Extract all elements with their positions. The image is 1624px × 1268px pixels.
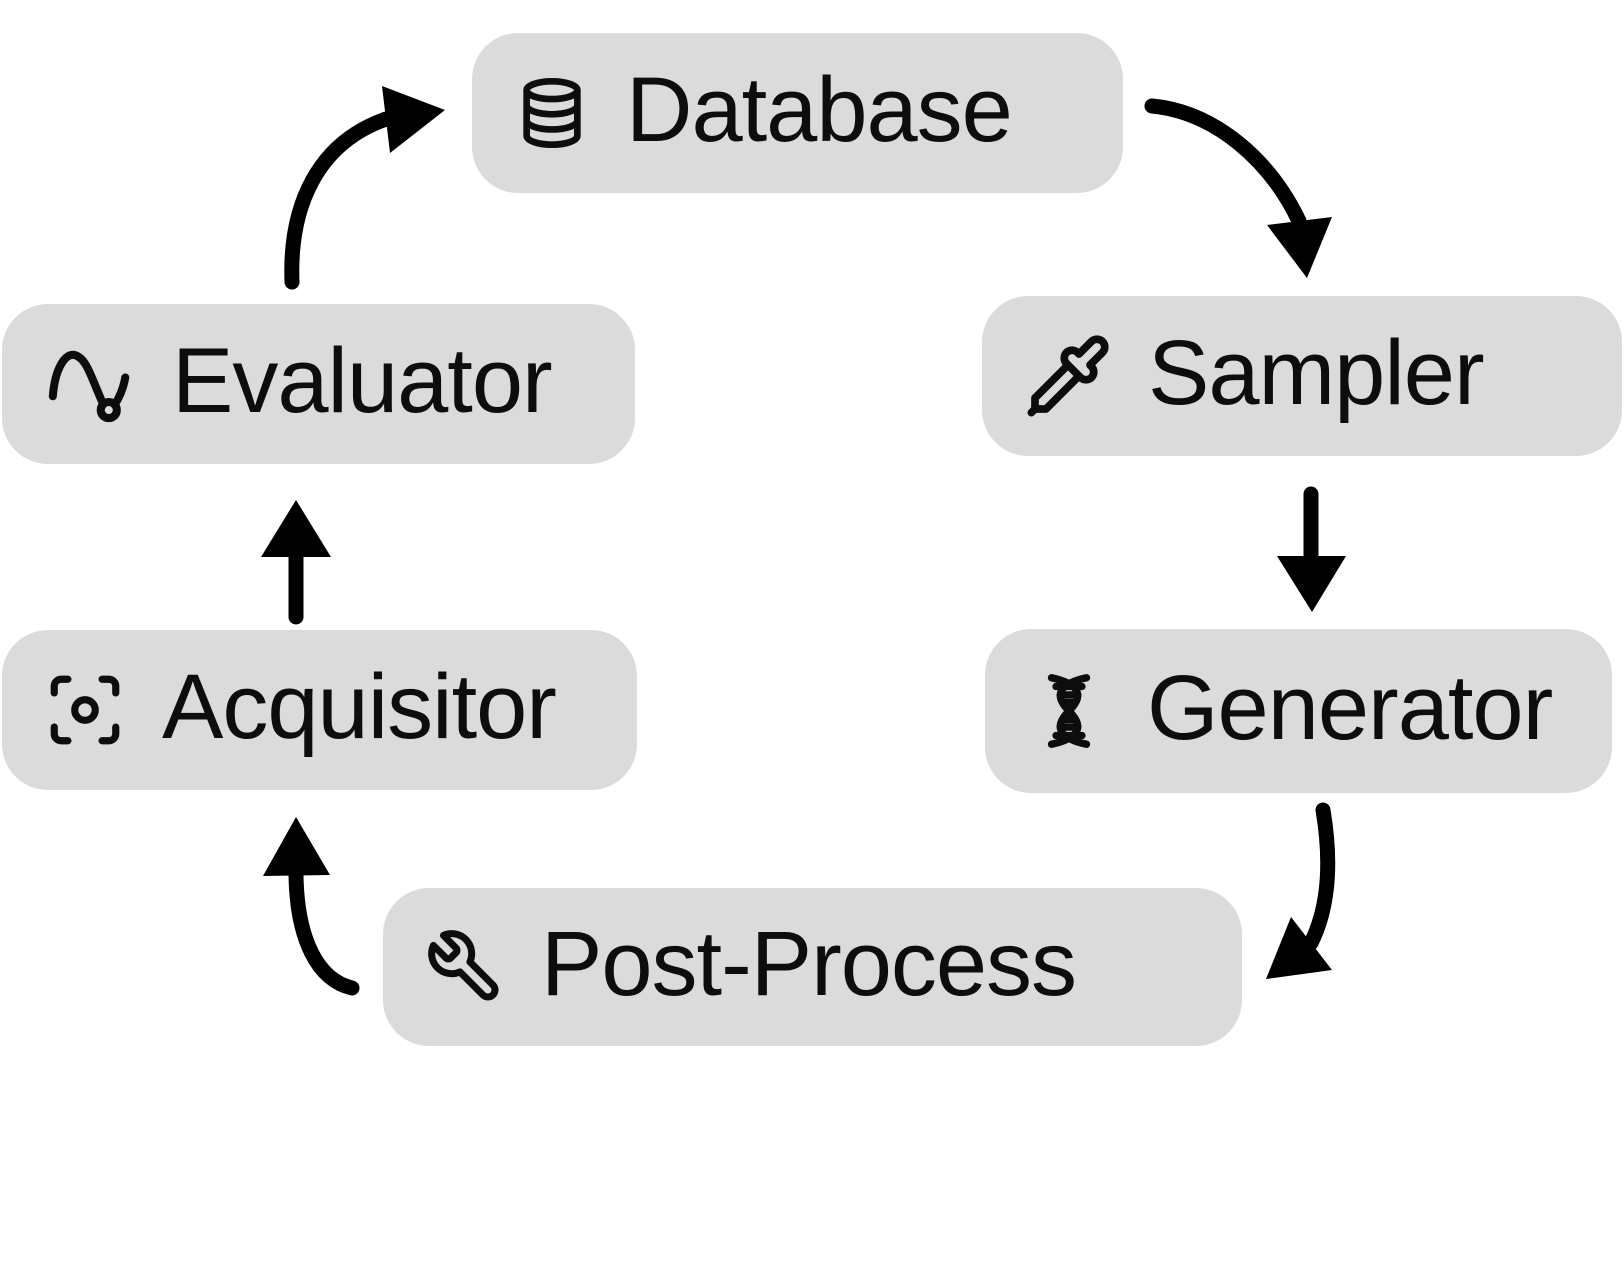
edge-database-to-sampler (1144, 98, 1332, 278)
sine-wave-icon (48, 350, 130, 423)
node-sampler: Sampler (982, 296, 1622, 456)
node-post-process: Post-Process (383, 888, 1242, 1046)
node-evaluator: Evaluator (2, 304, 635, 464)
node-generator: Generator (985, 629, 1612, 793)
wrench-icon (428, 930, 499, 1001)
focus-icon (50, 675, 120, 745)
database-icon (523, 78, 581, 148)
edge-evaluator-to-database (284, 86, 445, 290)
dna-icon (1047, 674, 1091, 748)
edge-sampler-to-generator (1277, 486, 1346, 612)
edge-generator-to-postprocess (1266, 802, 1336, 979)
node-label: Sampler (1148, 322, 1485, 424)
node-acquisitor: Acquisitor (2, 630, 637, 790)
pipette-icon (1027, 335, 1109, 417)
node-label: Acquisitor (162, 656, 557, 758)
node-label: Post-Process (541, 913, 1077, 1015)
node-label: Evaluator (172, 330, 553, 432)
edge-postprocess-to-acquisitor (263, 817, 360, 996)
node-database: Database (472, 33, 1123, 193)
edge-acquisitor-to-evaluator (261, 500, 331, 625)
node-label: Database (626, 59, 1013, 161)
node-label: Generator (1147, 657, 1553, 759)
